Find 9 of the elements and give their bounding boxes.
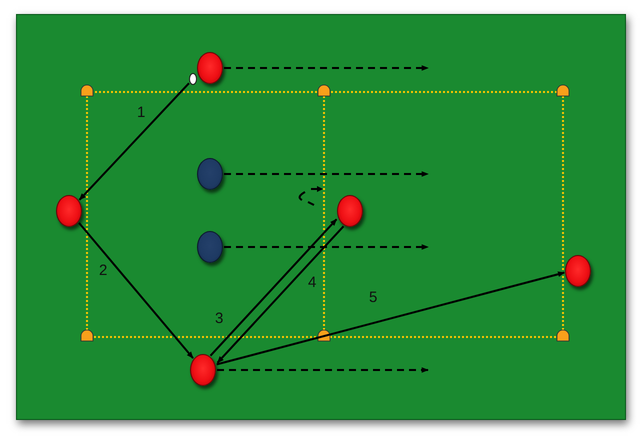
- pass-arrow: [216, 226, 344, 364]
- pass-arrow: [78, 82, 190, 200]
- pass-arrow: [78, 222, 194, 359]
- pass-arrow: [210, 218, 338, 356]
- run-arrow: [224, 65, 429, 71]
- pass-arrow: [216, 272, 565, 366]
- run-arrow: [224, 244, 429, 250]
- run-arrow: [224, 171, 429, 177]
- run-arrow: [217, 367, 429, 373]
